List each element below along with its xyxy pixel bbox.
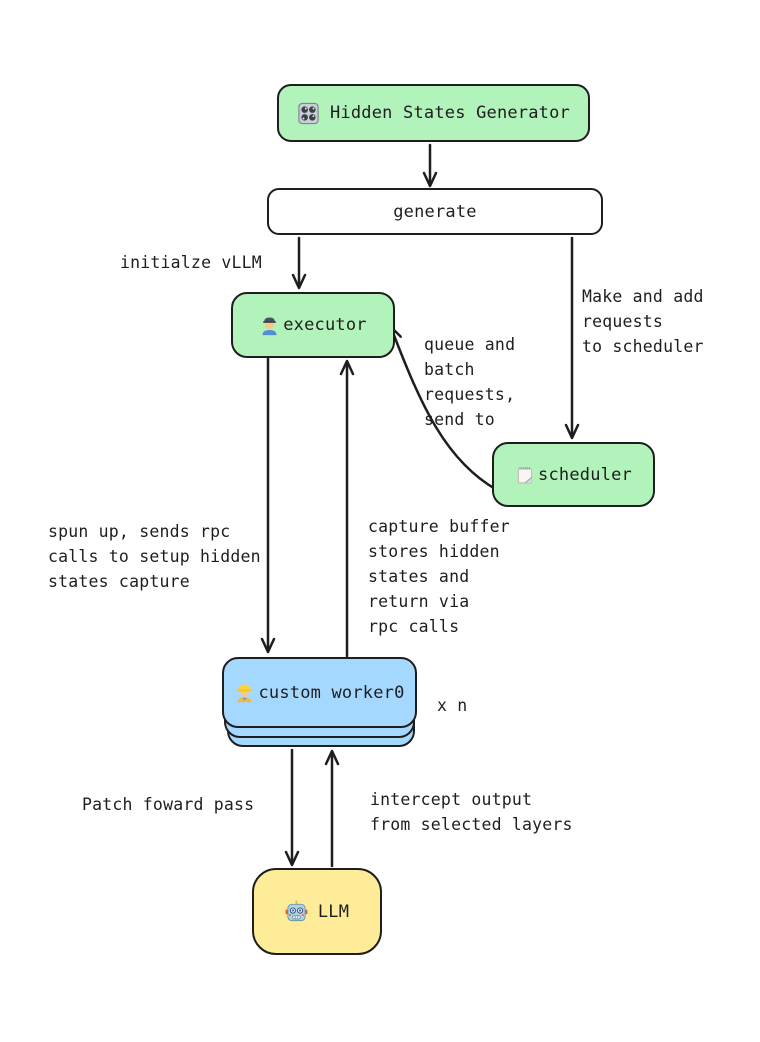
node-scheduler: scheduler xyxy=(492,442,655,507)
label-initialize-vllm: initialze vLLM xyxy=(120,253,262,272)
arrow-llm-to-worker xyxy=(324,749,340,868)
arrow-generator-to-generate xyxy=(422,143,438,188)
arrow-worker-to-executor xyxy=(339,359,355,658)
label-spun-up-rpc: spun up, sends rpc calls to setup hidden… xyxy=(48,522,261,591)
node-llm: LLM xyxy=(252,868,382,955)
arrow-generate-to-executor xyxy=(291,236,307,290)
man-worker-icon xyxy=(259,315,280,336)
label-worker-multiplier: x n xyxy=(437,696,468,715)
label-queue-batch-requests: queue and batch requests, send to xyxy=(424,335,516,429)
label-make-add-requests: Make and add requests to scheduler xyxy=(582,287,704,356)
node-label: scheduler xyxy=(538,464,632,485)
node-label: custom worker0 xyxy=(258,682,405,703)
arrow-worker-to-llm xyxy=(284,748,300,867)
node-generate: generate xyxy=(267,188,603,235)
label-capture-buffer: capture buffer stores hidden states and … xyxy=(368,517,510,636)
node-label: generate xyxy=(393,201,477,222)
label-intercept-output: intercept output from selected layers xyxy=(370,790,573,834)
construction-worker-icon xyxy=(234,682,255,703)
node-executor: executor xyxy=(231,292,395,358)
node-hidden-states-generator: Hidden States Generator xyxy=(277,84,590,142)
arrow-executor-to-worker xyxy=(260,356,276,654)
label-patch-forward-pass: Patch foward pass xyxy=(82,795,255,814)
node-label: Hidden States Generator xyxy=(329,103,570,123)
node-label: executor xyxy=(283,315,367,335)
control-knobs-icon xyxy=(297,102,320,125)
node-custom-worker: custom worker0 xyxy=(222,657,417,728)
node-label: LLM xyxy=(317,901,350,922)
robot-icon xyxy=(285,900,308,923)
arrow-generate-to-scheduler xyxy=(564,236,580,440)
notepad-icon xyxy=(515,465,535,485)
